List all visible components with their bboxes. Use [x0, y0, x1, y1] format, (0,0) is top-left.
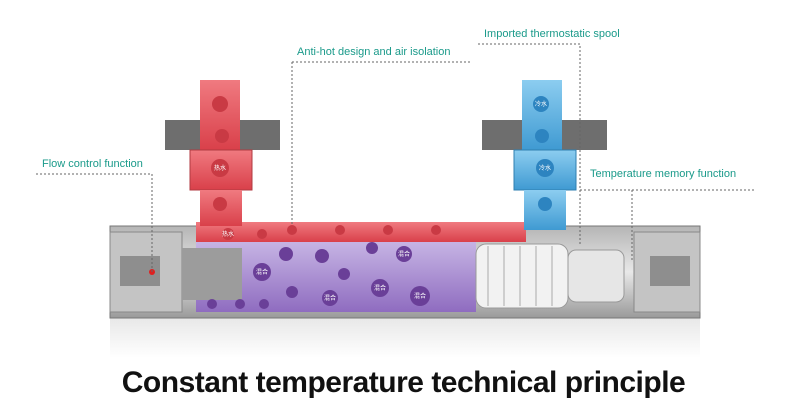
label-anti-hot: Anti-hot design and air isolation [297, 46, 451, 58]
hot-drops [211, 96, 441, 240]
mix-drops [207, 242, 430, 309]
cold-mark-2: 冷水 [535, 100, 547, 108]
mix-mark-1: 混合 [256, 268, 268, 276]
mix-mark-4: 混合 [414, 292, 426, 300]
mix-mark-3: 混合 [374, 284, 386, 292]
label-flow: Flow control function [42, 158, 143, 170]
reflection [110, 318, 700, 358]
thermostatic-spool [475, 243, 569, 309]
hot-mark-2: 热水 [214, 164, 226, 172]
page-title: Constant temperature technical principle [121, 366, 686, 399]
mix-mark-5: 混合 [324, 294, 336, 302]
right-connector [650, 256, 690, 286]
mix-mark-2: 混合 [398, 250, 410, 258]
cold-mark-1: 冷水 [539, 164, 551, 172]
flow-piston [182, 248, 242, 300]
label-memory: Temperature memory function [590, 168, 737, 180]
label-spool: Imported thermostatic spool [484, 28, 620, 40]
spool-cap [567, 249, 625, 303]
cold-drops [533, 96, 554, 211]
leader-lines [36, 43, 756, 272]
hot-mark-1: 热水 [222, 230, 234, 238]
hot-channel [196, 222, 526, 242]
